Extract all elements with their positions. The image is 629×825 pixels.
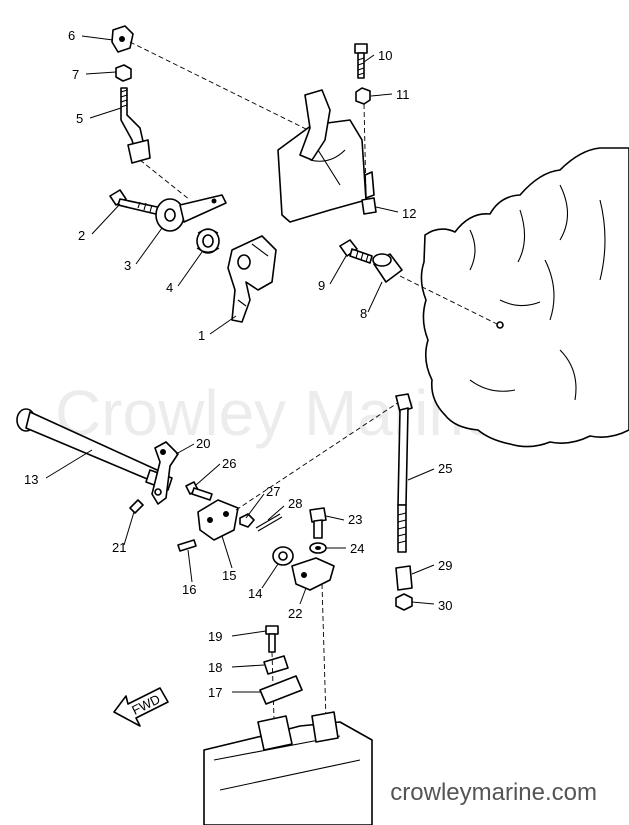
- part-5-rod: [120, 87, 151, 164]
- part-28-clip: [255, 513, 283, 532]
- part-30-nut: [395, 593, 413, 611]
- part-2-bolt: [109, 189, 163, 216]
- callout-16: 16: [182, 582, 196, 597]
- part-21-pin: [129, 499, 144, 514]
- part-19-bolt: [265, 625, 279, 653]
- callout-4: 4: [166, 280, 173, 295]
- part-22-bracket: [291, 557, 335, 591]
- callout-19: 19: [208, 629, 222, 644]
- callout-30: 30: [438, 598, 452, 613]
- part-1-cam: [227, 235, 277, 323]
- leader-lines: [45, 35, 435, 693]
- part-27-nut: [239, 513, 255, 528]
- part-17-plate: [259, 675, 303, 705]
- callout-23: 23: [348, 512, 362, 527]
- callout-14: 14: [248, 586, 262, 601]
- part-12-collar: [361, 197, 377, 215]
- callout-15: 15: [222, 568, 236, 583]
- callout-25: 25: [438, 461, 452, 476]
- callout-18: 18: [208, 660, 222, 675]
- callout-13: 13: [24, 472, 38, 487]
- callout-21: 21: [112, 540, 126, 555]
- callout-12: 12: [402, 206, 416, 221]
- part-15-joint: [197, 499, 239, 541]
- callout-5: 5: [76, 111, 83, 126]
- part-8-sleeve: [372, 253, 403, 283]
- callout-8: 8: [360, 306, 367, 321]
- engine-block: [420, 147, 629, 448]
- callout-28: 28: [288, 496, 302, 511]
- part-29-sleeve: [395, 565, 413, 591]
- callout-3: 3: [124, 258, 131, 273]
- part-4-spring: [196, 228, 220, 254]
- part-7-nut: [115, 64, 132, 82]
- callout-26: 26: [222, 456, 236, 471]
- part-9-bolt: [339, 239, 373, 264]
- callout-17: 17: [208, 685, 222, 700]
- callout-9: 9: [318, 278, 325, 293]
- bottom-cowling: [203, 711, 373, 825]
- callout-6: 6: [68, 28, 75, 43]
- fwd-arrow-icon: FWD: [113, 687, 169, 727]
- bracket: [277, 89, 375, 223]
- callout-10: 10: [378, 48, 392, 63]
- callout-11: 11: [396, 87, 410, 102]
- part-10-bolt: [354, 43, 368, 79]
- site-url: crowleymarine.com: [390, 779, 597, 806]
- callout-7: 7: [72, 67, 79, 82]
- callout-29: 29: [438, 558, 452, 573]
- part-20-lever: [151, 441, 179, 505]
- watermark-text: Crowley Marine: [55, 377, 500, 449]
- part-14-bushing: [272, 546, 294, 566]
- callout-2: 2: [78, 228, 85, 243]
- callout-1: 1: [198, 328, 205, 343]
- part-11-nut: [355, 87, 371, 197]
- part-26-bolt: [185, 481, 213, 501]
- part-16-pin: [177, 539, 197, 552]
- callout-22: 22: [288, 606, 302, 621]
- part-24-washer: [309, 542, 327, 554]
- callout-24: 24: [350, 541, 364, 556]
- callout-20: 20: [196, 436, 210, 451]
- part-25-rod: [395, 393, 413, 553]
- part-6-joint: [111, 25, 134, 53]
- part-23-bolt: [309, 507, 327, 539]
- part-3-lever: [155, 194, 227, 232]
- callout-labels: 6 7 5 10 11 12 2 3 4 1 9 8 13 20 26 21 2…: [24, 28, 452, 700]
- callout-27: 27: [266, 484, 280, 499]
